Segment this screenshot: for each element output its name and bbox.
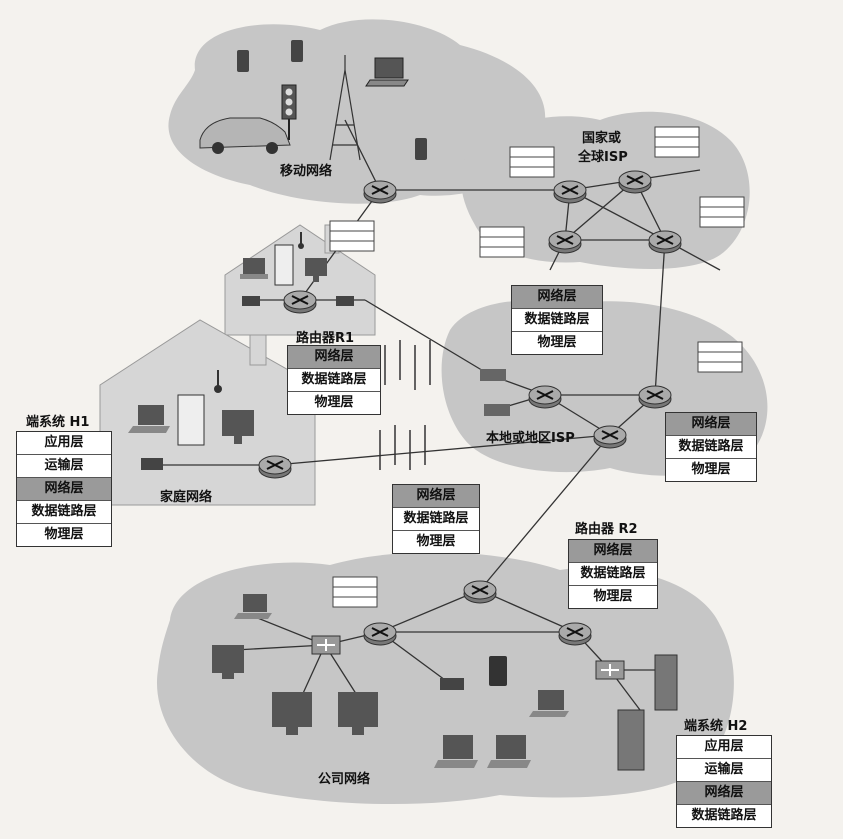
server-icon — [617, 709, 645, 771]
laptop-icon — [240, 258, 268, 279]
physical-layer: 物理层 — [288, 391, 380, 414]
laptop-icon — [365, 57, 409, 87]
link-protocol-stack: 网络层 数据链路层 物理层 — [392, 484, 480, 554]
router-icon — [638, 385, 672, 409]
laptop-icon — [529, 690, 569, 717]
home-house-chimney — [249, 334, 267, 366]
regional-isp-label: 本地或地区ISP — [486, 431, 575, 446]
link-layer: 数据链路层 — [666, 435, 756, 458]
server-icon — [654, 654, 678, 711]
network-layer: 网络层 — [512, 286, 602, 308]
regional-router-protocol-stack: 网络层 数据链路层 物理层 — [665, 412, 757, 482]
router-icon — [548, 230, 582, 254]
network-layer: 网络层 — [288, 346, 380, 368]
monitor-icon — [212, 645, 244, 679]
physical-layer: 物理层 — [666, 458, 756, 481]
monitor-icon — [272, 692, 312, 735]
cell-tower — [329, 55, 361, 161]
link-layer: 数据链路层 — [677, 804, 771, 827]
laptop-icon — [434, 735, 478, 768]
transport-layer: 运输层 — [677, 758, 771, 781]
router-r2-protocol-stack: 网络层 数据链路层 物理层 — [568, 539, 658, 609]
modem-icon — [336, 296, 354, 306]
modem-icon — [242, 296, 260, 306]
cable-headend-icon — [480, 369, 506, 381]
link-layer: 数据链路层 — [569, 562, 657, 585]
router-icon — [553, 180, 587, 204]
refrigerator-icon — [177, 394, 205, 446]
physical-layer: 物理层 — [17, 523, 111, 546]
router-r2-title: 路由器 R2 — [575, 522, 638, 537]
isp-router-protocol-stack: 网络层 数据链路层 物理层 — [511, 285, 603, 355]
national-isp-label-line1: 国家或 — [582, 131, 622, 146]
router-icon — [463, 580, 497, 604]
router-icon — [558, 622, 592, 646]
cable-headend-icon — [484, 404, 510, 416]
wireless-poles — [379, 340, 431, 470]
router-r1-protocol-stack: 网络层 数据链路层 物理层 — [287, 345, 381, 415]
router-icon — [363, 180, 397, 204]
physical-layer: 物理层 — [393, 530, 479, 553]
monitor-icon — [305, 258, 327, 282]
router-icon — [593, 425, 627, 449]
enterprise-network-label: 公司网络 — [318, 772, 371, 787]
car-icon — [199, 117, 291, 154]
tablet-icon — [489, 656, 507, 686]
monitor-icon — [222, 410, 254, 444]
network-layer: 网络层 — [17, 477, 111, 500]
phone-icon — [291, 40, 303, 62]
home-network-label: 家庭网络 — [160, 490, 213, 505]
host-h2-title: 端系统 H2 — [684, 719, 748, 734]
host-h1-protocol-stack: 应用层 运输层 网络层 数据链路层 物理层 — [16, 431, 112, 547]
network-layer: 网络层 — [677, 781, 771, 804]
routers — [258, 170, 682, 646]
phone-icon — [237, 50, 249, 72]
traffic-light-icon — [281, 84, 297, 140]
router-icon — [258, 455, 292, 479]
router-icon — [283, 290, 317, 314]
thermometer-icon — [214, 370, 222, 393]
modem-icon — [440, 678, 464, 690]
link-layer: 数据链路层 — [288, 368, 380, 391]
router-icon — [618, 170, 652, 194]
router-r1-title: 路由器R1 — [296, 331, 355, 346]
physical-layer: 物理层 — [569, 585, 657, 608]
host-h1-title: 端系统 H1 — [26, 415, 90, 430]
thermometer-icon — [298, 232, 304, 249]
network-links — [155, 119, 721, 711]
host-h2-protocol-stack: 应用层 运输层 网络层 数据链路层 — [676, 735, 772, 828]
mobile-network-cloud — [168, 19, 546, 204]
monitor-icon — [338, 692, 378, 735]
network-layer: 网络层 — [666, 413, 756, 435]
laptop-icon — [234, 594, 272, 619]
mobile-network-label: 移动网络 — [280, 164, 333, 179]
laptop-icon — [487, 735, 531, 768]
router-icon — [363, 622, 397, 646]
transport-layer: 运输层 — [17, 454, 111, 477]
link-layer: 数据链路层 — [512, 308, 602, 331]
link-layer: 数据链路层 — [393, 507, 479, 530]
network-layer: 网络层 — [393, 485, 479, 507]
physical-layer: 物理层 — [512, 331, 602, 354]
application-layer: 应用层 — [704, 739, 744, 754]
network-layer: 网络层 — [569, 540, 657, 562]
phone-icon — [415, 138, 427, 160]
router-icon — [648, 230, 682, 254]
application-layer: 应用层 — [44, 435, 84, 450]
switch-icon — [311, 635, 341, 655]
national-isp-label-line2: 全球ISP — [578, 150, 628, 165]
packet-icons — [329, 126, 745, 608]
laptop-icon — [128, 405, 170, 433]
link-layer: 数据链路层 — [17, 500, 111, 523]
refrigerator-icon — [274, 244, 294, 286]
router-icon — [528, 385, 562, 409]
switch-icon — [595, 660, 625, 680]
modem-icon — [141, 458, 163, 470]
